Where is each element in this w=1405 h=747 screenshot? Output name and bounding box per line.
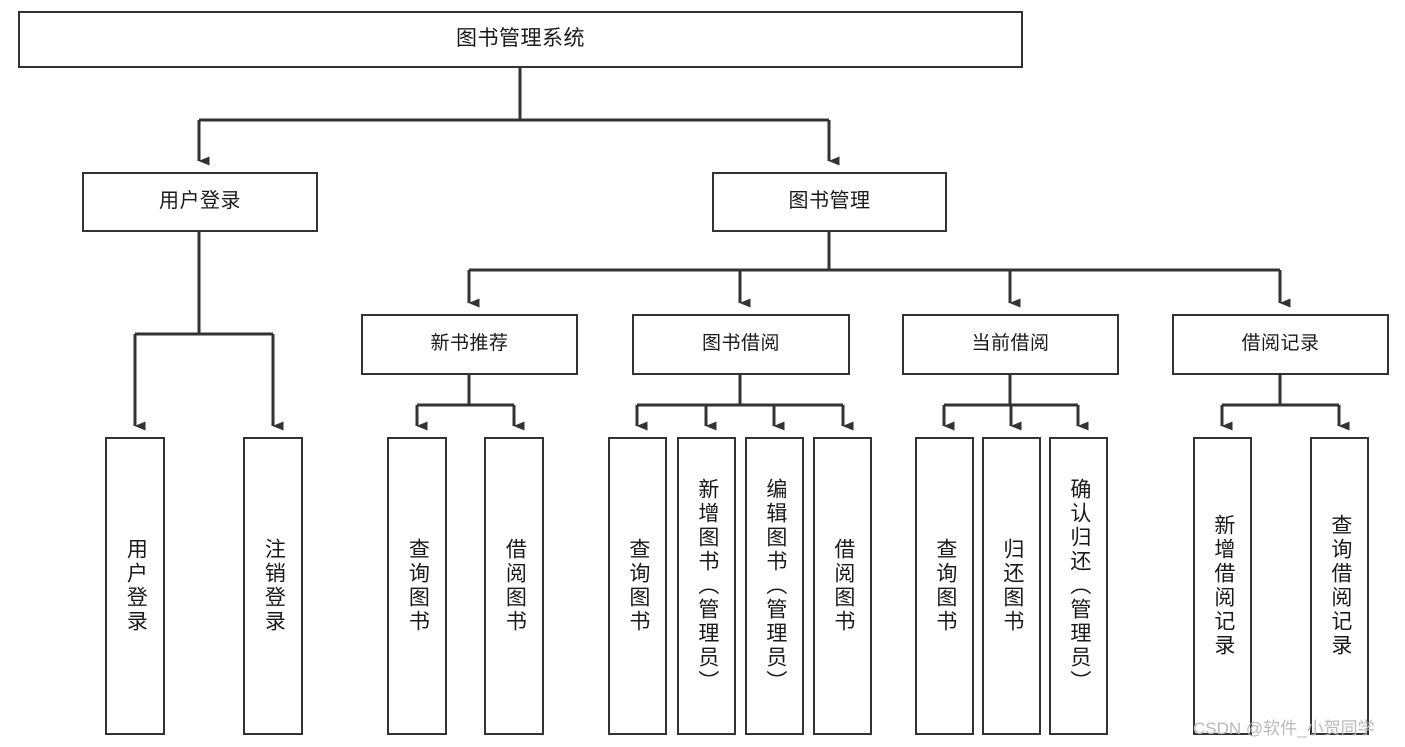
node-label: 图书借阅 [701, 333, 780, 355]
node-leaf-confirm-return-admin[interactable]: 确认归还（管理员） [1049, 437, 1108, 735]
node-label: 查询图书 [933, 538, 957, 634]
node-leaf-query-book-borrow[interactable]: 查询图书 [608, 437, 667, 735]
node-new-book-recommend[interactable]: 新书推荐 [361, 314, 578, 375]
node-leaf-return-book[interactable]: 归还图书 [982, 437, 1041, 735]
node-leaf-query-book-current[interactable]: 查询图书 [915, 437, 974, 735]
node-label: 归还图书 [1000, 538, 1024, 634]
node-label: 新增借阅记录 [1211, 514, 1235, 658]
node-leaf-query-borrow-record[interactable]: 查询借阅记录 [1310, 437, 1369, 735]
node-label: 用户登录 [124, 538, 148, 634]
node-label: 图书管理系统 [456, 27, 585, 51]
node-label: 注销登录 [262, 538, 286, 634]
node-label: 借阅记录 [1241, 333, 1320, 355]
node-label: 用户登录 [159, 190, 241, 213]
node-leaf-add-borrow-record[interactable]: 新增借阅记录 [1193, 437, 1252, 735]
node-user-login[interactable]: 用户登录 [82, 172, 318, 232]
node-label: 查询借阅记录 [1328, 514, 1352, 658]
node-label: 查询图书 [406, 538, 430, 634]
node-leaf-borrow-book-recommend[interactable]: 借阅图书 [484, 437, 544, 735]
node-label: 当前借阅 [971, 333, 1050, 355]
node-leaf-user-login[interactable]: 用户登录 [105, 437, 165, 735]
node-leaf-edit-book-admin[interactable]: 编辑图书（管理员） [745, 437, 804, 735]
node-label: 查询图书 [626, 538, 650, 634]
node-label: 借阅图书 [503, 538, 527, 634]
node-book-borrow[interactable]: 图书借阅 [632, 314, 850, 375]
node-current-borrow[interactable]: 当前借阅 [902, 314, 1119, 375]
node-label: 确认归还（管理员） [1067, 478, 1091, 694]
node-label: 新增图书（管理员） [695, 478, 719, 694]
node-label: 图书管理 [788, 190, 871, 213]
node-leaf-add-book-admin[interactable]: 新增图书（管理员） [677, 437, 736, 735]
node-leaf-logout-login[interactable]: 注销登录 [243, 437, 303, 735]
node-label: 借阅图书 [831, 538, 855, 634]
node-label: 新书推荐 [430, 333, 509, 355]
node-root-book-management-system[interactable]: 图书管理系统 [18, 11, 1023, 68]
node-book-management[interactable]: 图书管理 [712, 172, 947, 232]
node-borrow-record[interactable]: 借阅记录 [1172, 314, 1389, 375]
node-leaf-query-book-recommend[interactable]: 查询图书 [387, 437, 447, 735]
node-leaf-borrow-book[interactable]: 借阅图书 [813, 437, 872, 735]
node-label: 编辑图书（管理员） [763, 478, 787, 694]
